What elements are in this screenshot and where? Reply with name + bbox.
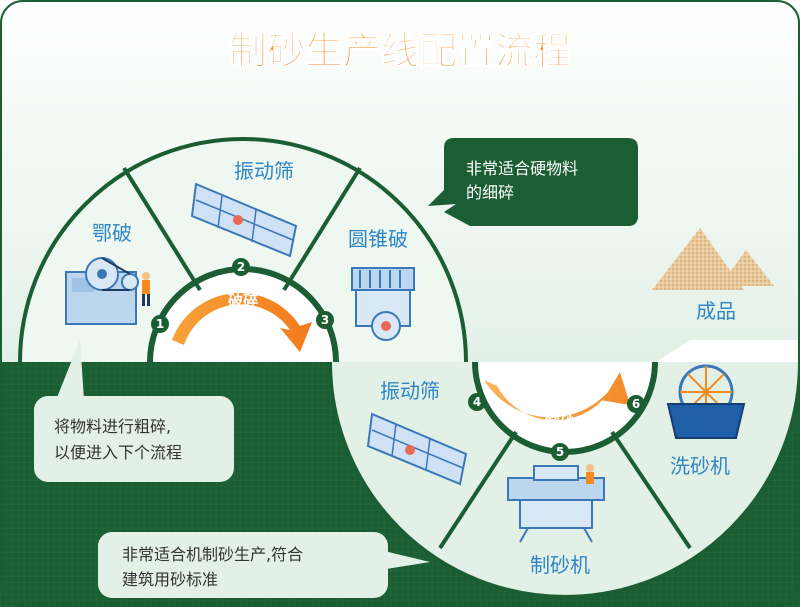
note-cone-line2: 的细碎	[466, 183, 514, 202]
svg-text:2: 2	[237, 260, 245, 274]
stage-label-vibrating-screen-1: 振动筛	[234, 159, 294, 183]
stage-label-sand-maker: 制砂机	[530, 553, 590, 577]
note-bubble-jaw-crusher: 将物料进行粗碎, 以便进入下个流程	[34, 340, 234, 482]
step-number-5: 5	[551, 443, 569, 461]
product-label: 成品	[696, 299, 736, 323]
svg-text:5: 5	[556, 445, 564, 459]
crushing-arrow-label: 破碎	[228, 292, 258, 310]
step-number-2: 2	[232, 258, 250, 276]
svg-text:6: 6	[632, 397, 640, 411]
note-sand-line2: 建筑用砂标准	[122, 570, 218, 589]
stage-label-cone-crusher: 圆锥破	[348, 227, 408, 251]
sand-maker-icon	[507, 464, 605, 543]
crushing-arrow: 破碎	[172, 292, 312, 352]
vibrating-screen-icon-2	[366, 412, 468, 486]
note-jaw-line1: 将物料进行粗碎,	[54, 417, 171, 436]
note-sand-line1: 非常适合机制砂生产,符合	[122, 545, 303, 564]
note-bubble-cone-crusher: 非常适合硬物料 的细碎	[428, 138, 638, 226]
stage-label-jaw-crusher: 鄂破	[92, 221, 132, 245]
step-number-1: 1	[151, 315, 169, 333]
jaw-crusher-icon	[65, 257, 150, 325]
note-bubble-sand-maker: 非常适合机制砂生产,符合 建筑用砂标准	[98, 532, 430, 598]
stage-label-sand-washer: 洗砂机	[670, 454, 730, 478]
svg-text:1: 1	[156, 317, 164, 331]
note-jaw-line2: 以便进入下个流程	[54, 443, 182, 462]
product-sand-pyramid-icon	[652, 228, 774, 290]
svg-text:3: 3	[321, 313, 329, 327]
step-number-4: 4	[468, 393, 486, 411]
product-platform	[656, 340, 800, 362]
svg-text:4: 4	[473, 395, 481, 409]
page-title: 制砂生产线配置流程	[229, 29, 571, 73]
step-number-6: 6	[627, 395, 645, 413]
step-number-3: 3	[316, 311, 334, 329]
sand-washer-icon	[666, 364, 746, 439]
stage-label-vibrating-screen-2: 振动筛	[380, 379, 440, 403]
note-cone-line1: 非常适合硬物料	[466, 159, 578, 178]
sand-making-arrow: 制砂	[484, 372, 630, 431]
sand-making-arrow-label: 制砂	[545, 413, 575, 431]
vibrating-screen-icon-1	[190, 182, 298, 258]
cone-crusher-icon	[351, 267, 415, 341]
